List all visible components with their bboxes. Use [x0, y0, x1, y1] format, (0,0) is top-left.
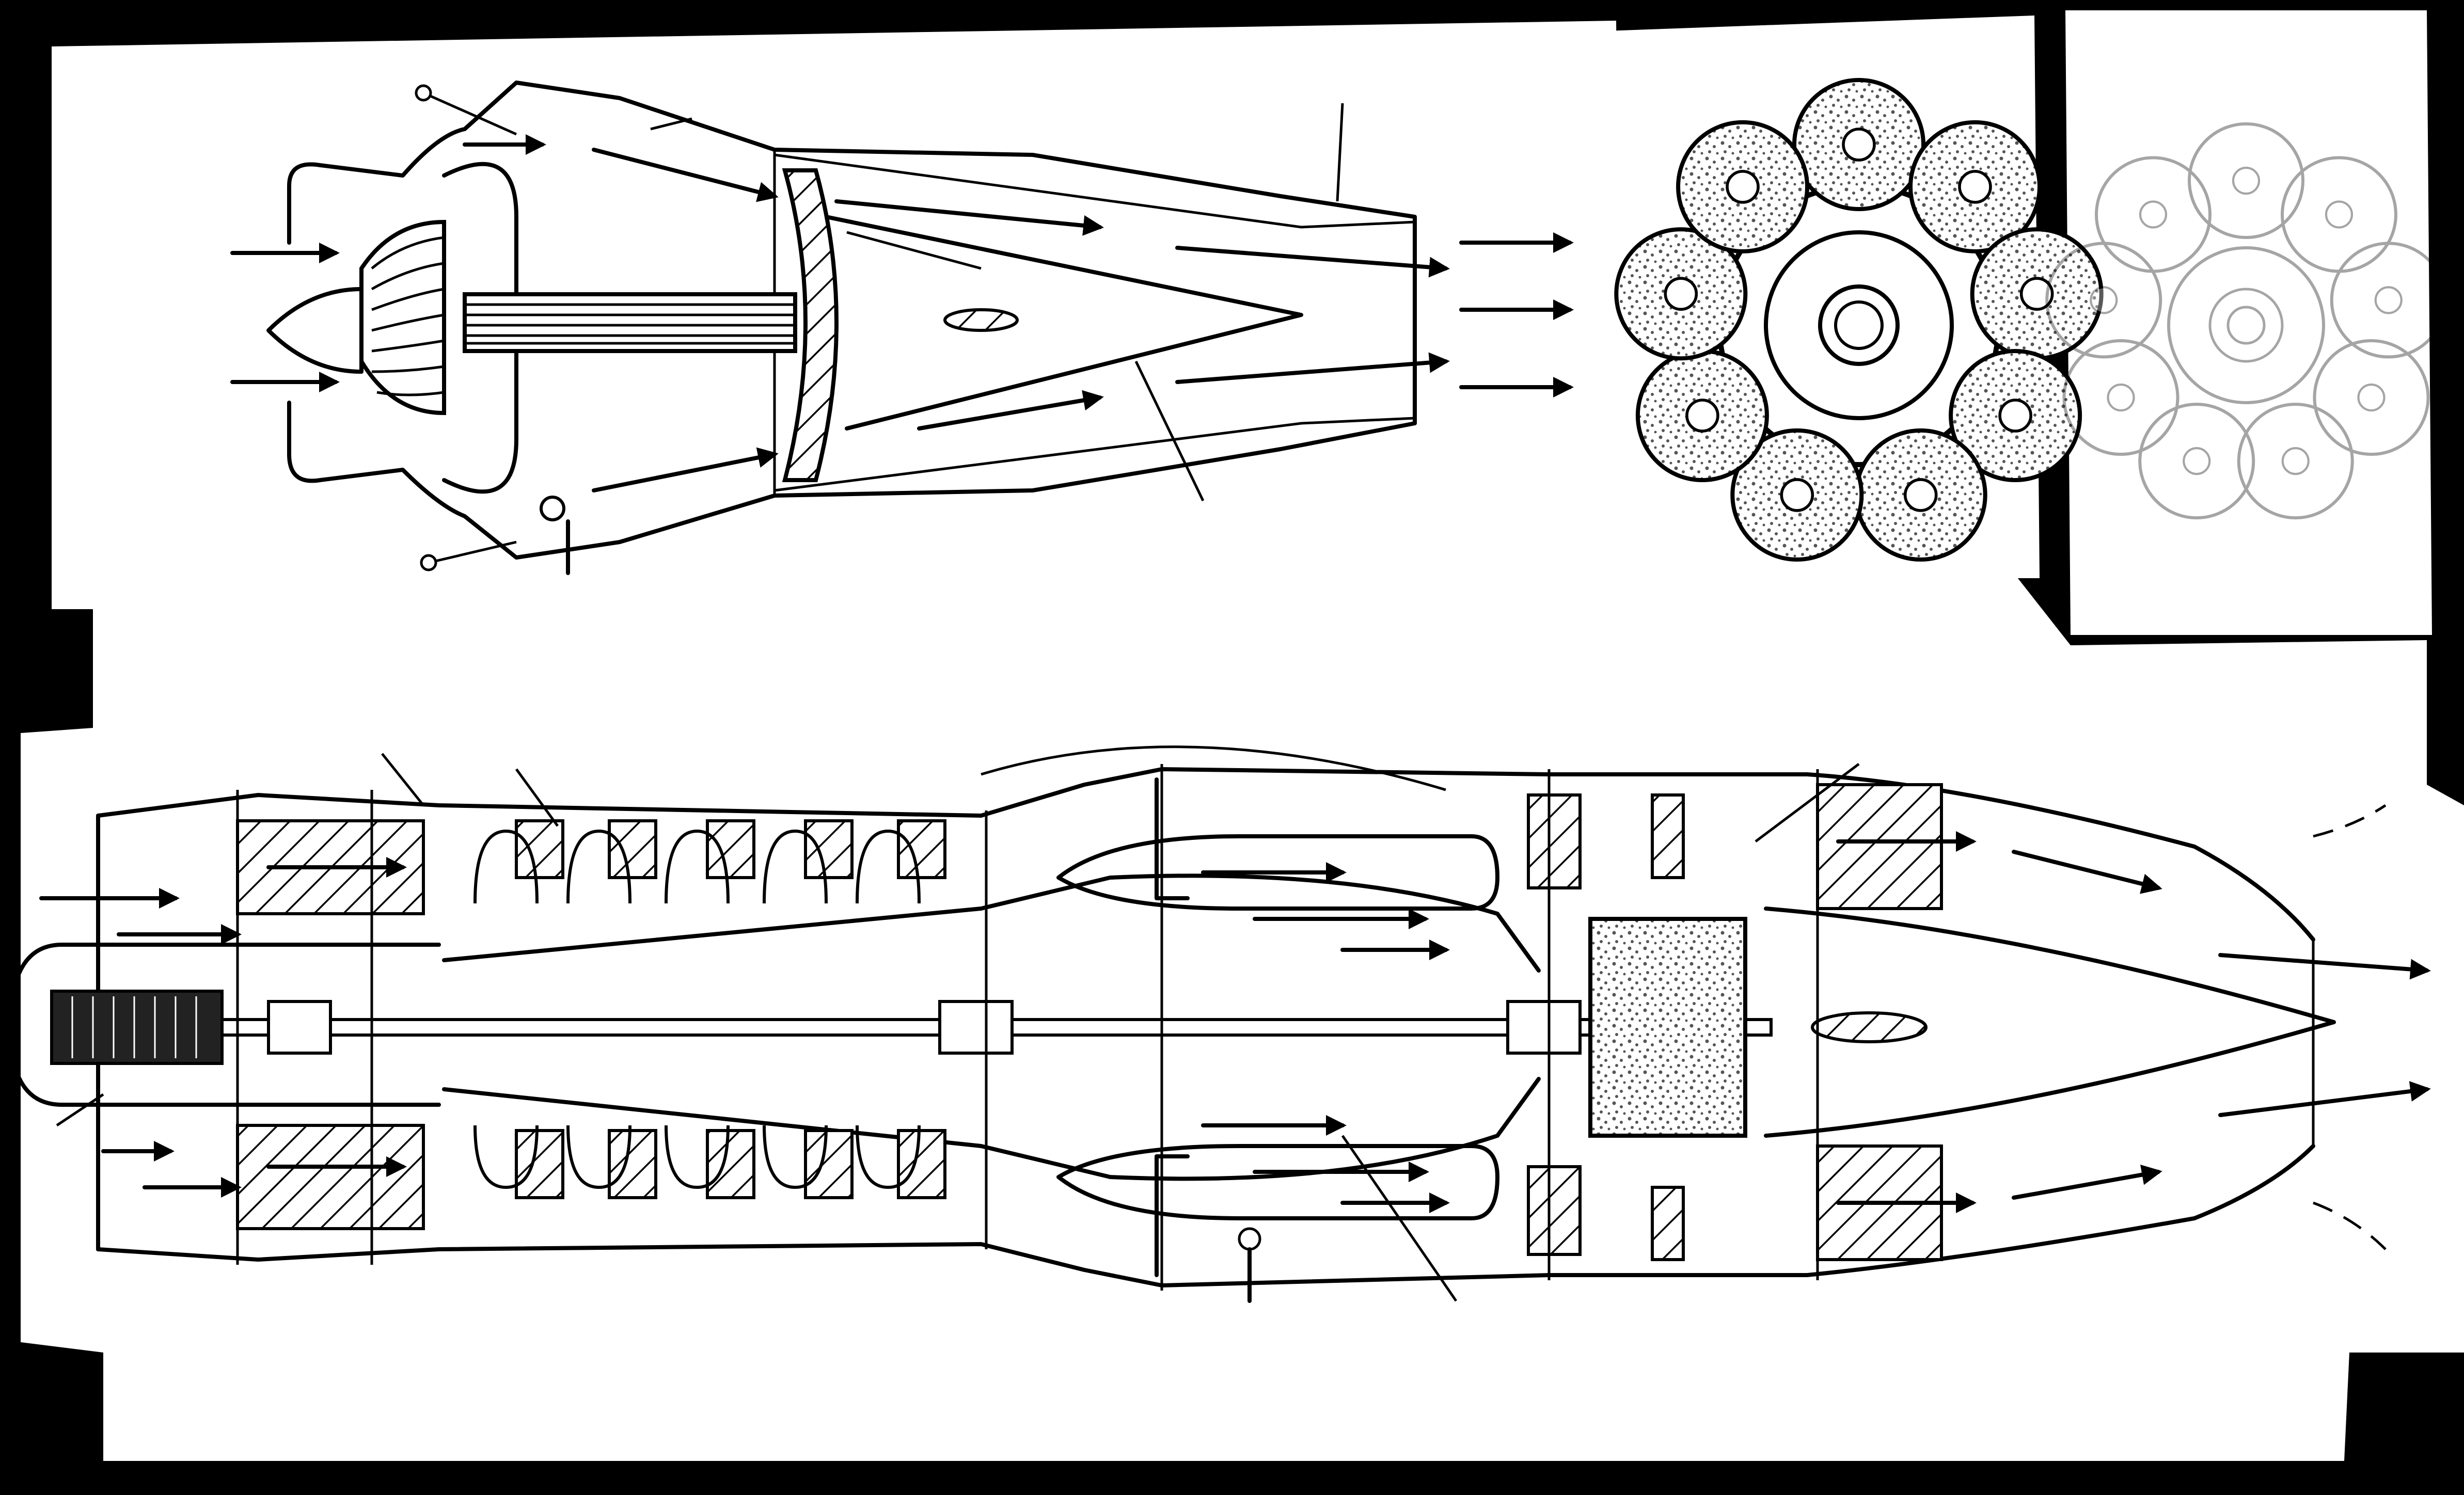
compressor-blade	[706, 819, 755, 879]
faded-chamber-ring-end-view	[2045, 122, 2447, 520]
compressor-blade	[804, 819, 854, 879]
compressor-blade	[897, 1129, 946, 1199]
compressor-flow-arc	[856, 1125, 921, 1189]
compressor-blade	[515, 819, 564, 879]
chamber-can-core	[2325, 200, 2354, 229]
chamber-can-core	[2374, 286, 2403, 314]
chamber-can-core	[2090, 286, 2118, 314]
chamber-can	[2280, 156, 2397, 273]
chamber-can-core	[1842, 128, 1876, 162]
compressor-flow-arc	[665, 1125, 730, 1189]
chamber-can-core	[2183, 447, 2211, 475]
chamber-can	[2045, 242, 2162, 359]
compressor-blade	[515, 1129, 564, 1199]
leader-lines-bottom	[56, 745, 1860, 1302]
compressor-blade	[706, 1129, 755, 1199]
compressor-blades	[473, 819, 946, 1199]
chamber-can	[2138, 403, 2255, 520]
compressor-flow-arc	[763, 829, 828, 904]
leader-lines-top	[422, 91, 1344, 564]
combustion-chamber-cans	[1614, 78, 2104, 562]
compressor-flow-arc	[473, 829, 539, 904]
compressor-flow-arc	[473, 1125, 539, 1189]
chamber-can-core	[2107, 383, 2135, 412]
compressor-blade	[804, 1129, 854, 1199]
centrifugal-turbojet-section	[230, 81, 1574, 575]
chamber-can	[2062, 339, 2179, 456]
chamber-can-core	[2019, 277, 2054, 311]
chamber-can-core	[1958, 170, 1992, 204]
combustion-chamber-ring-end-view	[1614, 78, 2104, 562]
compressor-flow-arc	[856, 829, 921, 904]
compressor-flow-arc	[763, 1125, 828, 1189]
flow-arrows-top	[230, 134, 1574, 492]
chamber-can	[2313, 339, 2430, 456]
chamber-can-core	[2281, 447, 2310, 475]
chamber-can-core	[1664, 277, 1698, 311]
compressor-blade	[897, 819, 946, 879]
chamber-can-core	[1780, 478, 1814, 512]
flow-arrows-bottom	[39, 831, 2431, 1213]
chamber-can	[2237, 403, 2354, 520]
chamber-can-core	[1998, 399, 2032, 433]
compressor-flow-arc	[566, 1125, 631, 1189]
chamber-can-core	[2139, 200, 2168, 229]
compressor-blade	[608, 819, 657, 879]
chamber-can	[2095, 156, 2212, 273]
compressor-flow-arc	[566, 829, 631, 904]
chamber-can-core	[2357, 383, 2386, 412]
chamber-can	[2330, 242, 2447, 359]
compressor-blade	[608, 1129, 657, 1199]
axial-turbojet-section	[8, 745, 2431, 1303]
chamber-can-core	[1903, 478, 1938, 512]
chamber-can	[2188, 122, 2304, 239]
compressor-flow-arc	[665, 829, 730, 904]
chamber-can-core	[1726, 170, 1760, 204]
chamber-can-core	[1685, 399, 1719, 433]
chamber-can-core	[2232, 166, 2261, 195]
